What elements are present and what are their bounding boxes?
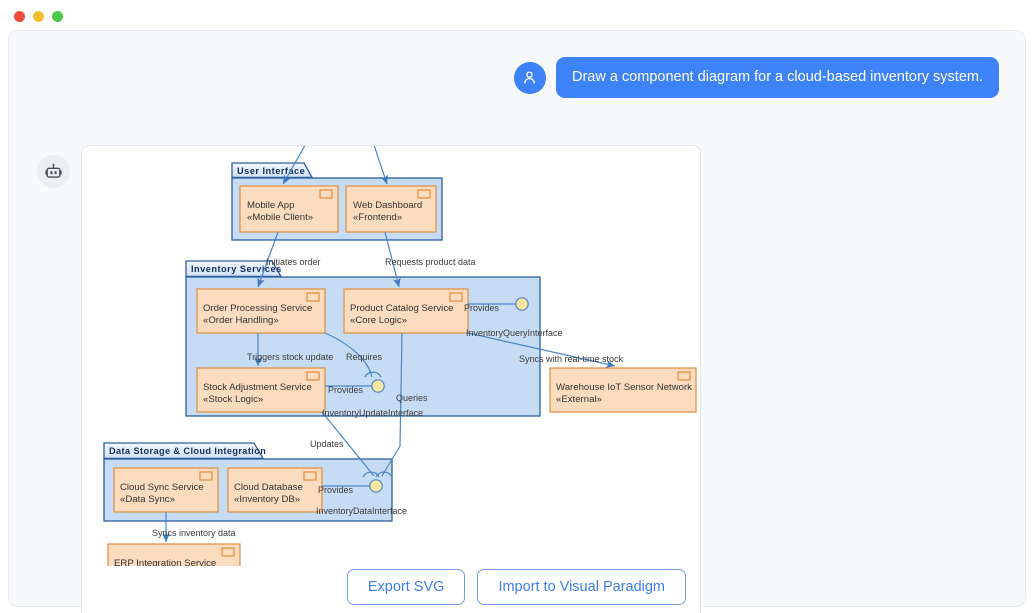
label-provides-data: Provides bbox=[318, 485, 354, 495]
connector-to-mobile-app bbox=[282, 146, 306, 185]
window-titlebar bbox=[0, 0, 1034, 32]
user-message-bubble: Draw a component diagram for a cloud-bas… bbox=[555, 57, 999, 99]
lollipop-inventory-update-interface[interactable] bbox=[371, 379, 385, 393]
component-mobile-app[interactable]: Mobile App «Mobile Client» bbox=[239, 185, 339, 233]
component-stereotype: «Data Sync» bbox=[120, 494, 175, 505]
package-label-inventory-services: Inventory Services bbox=[191, 264, 282, 274]
label-inventory-query-interface: InventoryQueryInterface bbox=[466, 328, 563, 338]
socket-inventory-update bbox=[364, 371, 382, 378]
robot-icon bbox=[45, 163, 62, 178]
component-name: Mobile App bbox=[247, 200, 294, 211]
component-name: Product Catalog Service bbox=[350, 303, 453, 314]
component-stereotype: «Stock Logic» bbox=[203, 394, 263, 405]
package-inventory-services[interactable]: Inventory Services Order Processing Serv… bbox=[185, 260, 541, 417]
user-icon bbox=[524, 71, 536, 84]
zoom-button[interactable] bbox=[52, 10, 63, 22]
import-visual-paradigm-button[interactable]: Import to Visual Paradigm bbox=[477, 569, 686, 605]
assistant-avatar bbox=[37, 155, 70, 188]
label-requests-product-data: Requests product data bbox=[385, 257, 476, 267]
connector-queries bbox=[381, 332, 403, 477]
component-order-processing-service[interactable]: Order Processing Service «Order Handling… bbox=[196, 288, 326, 334]
package-label-data-storage: Data Storage & Cloud Integration bbox=[109, 446, 266, 456]
connector-initiates-order bbox=[257, 231, 279, 288]
label-initiates-order: Initiates order bbox=[266, 257, 321, 267]
label-provides-query: Provides bbox=[464, 303, 500, 313]
component-erp-integration-service[interactable]: ERP Integration Service «External» bbox=[107, 543, 241, 566]
component-stereotype: «Frontend» bbox=[353, 212, 402, 223]
component-web-dashboard[interactable]: Web Dashboard «Frontend» bbox=[345, 185, 437, 233]
component-stereotype: «Mobile Client» bbox=[247, 212, 313, 223]
component-name: Warehouse IoT Sensor Network bbox=[556, 382, 692, 393]
component-product-catalog-service[interactable]: Product Catalog Service «Core Logic» bbox=[343, 288, 469, 334]
package-label-user-interface: User Interface bbox=[237, 166, 305, 176]
diagram-card: User Interface Mobile App «Mobile Client… bbox=[81, 145, 701, 613]
lollipop-inventory-data-interface[interactable] bbox=[369, 479, 383, 493]
connector-to-web-dashboard bbox=[373, 146, 388, 185]
component-cloud-sync-service[interactable]: Cloud Sync Service «Data Sync» bbox=[113, 467, 219, 513]
component-name: Web Dashboard bbox=[353, 200, 422, 211]
label-inventory-data-interface: InventoryDataInterface bbox=[316, 506, 407, 516]
component-name: Stock Adjustment Service bbox=[203, 382, 312, 393]
package-data-storage-cloud-integration[interactable]: Data Storage & Cloud Integration Cloud S… bbox=[103, 442, 393, 522]
minimize-button[interactable] bbox=[33, 10, 44, 22]
user-message-row: Draw a component diagram for a cloud-bas… bbox=[513, 57, 999, 99]
label-syncs-inventory-data: Syncs inventory data bbox=[152, 528, 236, 538]
user-avatar bbox=[513, 61, 546, 94]
label-requires: Requires bbox=[346, 352, 383, 362]
component-cloud-database[interactable]: Cloud Database «Inventory DB» bbox=[227, 467, 323, 513]
package-user-interface[interactable]: User Interface Mobile App «Mobile Client… bbox=[231, 162, 443, 241]
socket-inventory-data-b bbox=[375, 471, 393, 478]
export-svg-button[interactable]: Export SVG bbox=[346, 569, 466, 605]
component-stereotype: «Inventory DB» bbox=[234, 494, 300, 505]
component-name: Cloud Database bbox=[234, 482, 303, 493]
label-queries: Queries bbox=[396, 393, 428, 403]
label-provides-update: Provides bbox=[328, 385, 364, 395]
component-stereotype: «Order Handling» bbox=[203, 315, 279, 326]
connector-syncs-realtime-stock bbox=[467, 332, 616, 368]
diagram-canvas[interactable]: User Interface Mobile App «Mobile Client… bbox=[82, 146, 700, 566]
component-stereotype: «External» bbox=[556, 394, 602, 405]
socket-inventory-data-a bbox=[362, 471, 380, 478]
label-syncs-realtime-stock: Syncs with real-time stock bbox=[519, 354, 624, 364]
component-name: Cloud Sync Service bbox=[120, 482, 204, 493]
component-name: Order Processing Service bbox=[203, 303, 312, 314]
component-warehouse-iot-sensor-network[interactable]: Warehouse IoT Sensor Network «External» bbox=[549, 367, 697, 413]
label-triggers-stock-update: Triggers stock update bbox=[247, 352, 333, 362]
component-name: ERP Integration Service bbox=[114, 558, 216, 566]
connector-requests-product-data bbox=[384, 231, 401, 288]
component-stock-adjustment-service[interactable]: Stock Adjustment Service «Stock Logic» bbox=[196, 367, 326, 413]
connector-updates bbox=[321, 411, 375, 477]
lollipop-inventory-query-interface[interactable] bbox=[515, 297, 529, 311]
component-stereotype: «Core Logic» bbox=[350, 315, 407, 326]
chat-panel: Draw a component diagram for a cloud-bas… bbox=[8, 30, 1026, 613]
diagram-actions: Export SVG Import to Visual Paradigm bbox=[82, 569, 700, 605]
close-button[interactable] bbox=[14, 10, 25, 22]
label-inventory-update-interface: InventoryUpdateInterface bbox=[322, 408, 423, 418]
label-updates: Updates bbox=[310, 439, 344, 449]
